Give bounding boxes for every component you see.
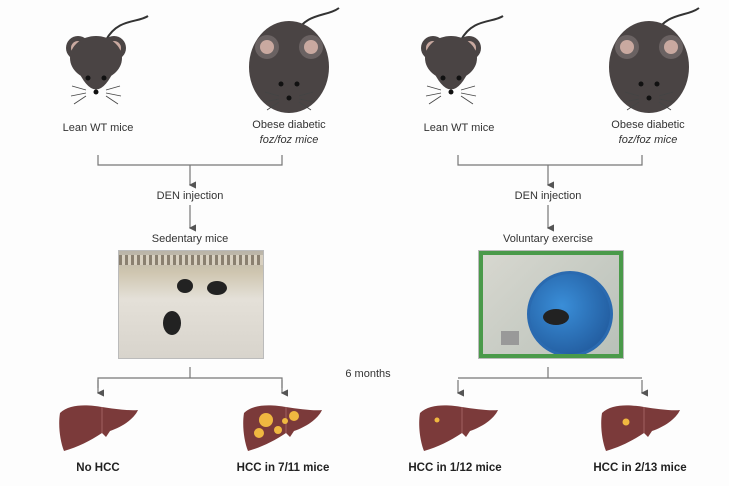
label-foz-right: foz/foz mice bbox=[618, 134, 678, 146]
photo-exercise-wheel bbox=[478, 250, 624, 359]
label-lean-left: Lean WT mice bbox=[62, 122, 134, 134]
mouse-lean-right-icon bbox=[420, 15, 504, 105]
duration-label: 6 months bbox=[345, 368, 391, 380]
outcome-left-obese: HCC in 7/11 mice bbox=[236, 462, 330, 474]
label-obese-right: Obese diabetic bbox=[611, 119, 685, 131]
label-foz-left: foz/foz mice bbox=[259, 134, 319, 146]
liver-no-hcc-icon bbox=[58, 404, 139, 452]
outcome-right-lean: HCC in 1/12 mice bbox=[408, 462, 502, 474]
mouse-lean-left-icon bbox=[65, 15, 149, 105]
label-obese-left: Obese diabetic bbox=[252, 119, 326, 131]
mouse-obese-right-icon bbox=[608, 7, 700, 114]
label-lean-right: Lean WT mice bbox=[423, 122, 495, 134]
condition-exercise: Voluntary exercise bbox=[503, 233, 593, 245]
step-den-left: DEN injection bbox=[156, 190, 224, 202]
liver-hcc-1-12-icon bbox=[418, 404, 499, 452]
liver-hcc-2-13-icon bbox=[600, 404, 681, 452]
photo-sedentary-cage bbox=[118, 250, 264, 359]
mouse-obese-left-icon bbox=[248, 7, 340, 114]
condition-sedentary: Sedentary mice bbox=[151, 233, 229, 245]
outcome-right-obese: HCC in 2/13 mice bbox=[593, 462, 687, 474]
step-den-right: DEN injection bbox=[514, 190, 582, 202]
outcome-left-lean: No HCC bbox=[76, 462, 120, 474]
liver-hcc-7-11-icon bbox=[242, 404, 323, 452]
